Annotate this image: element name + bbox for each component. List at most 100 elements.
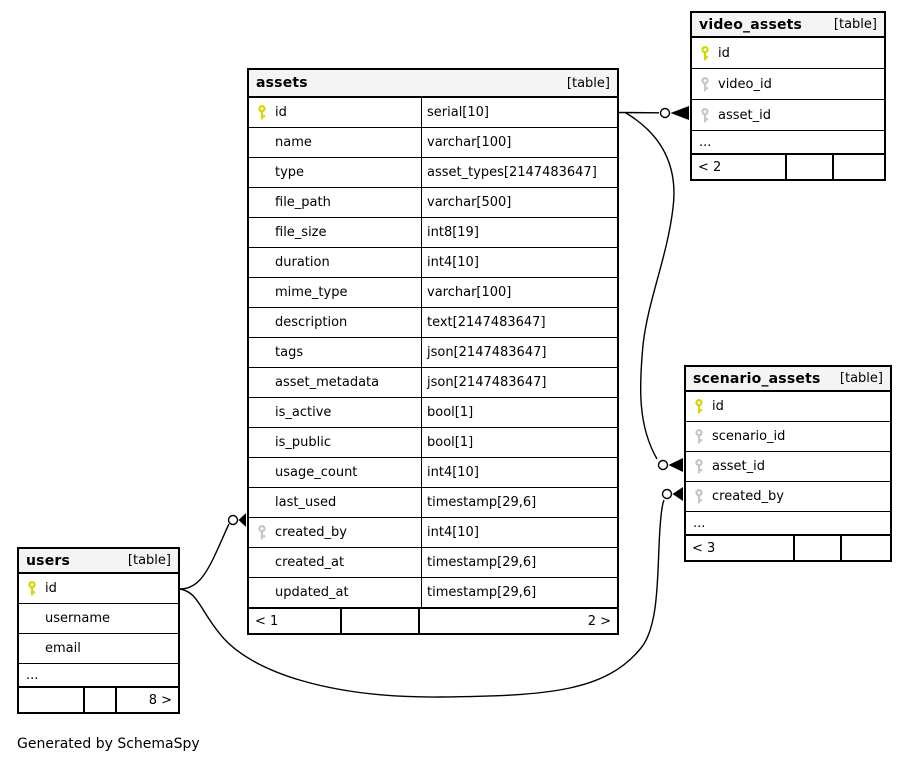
column-name: video_id <box>718 76 772 92</box>
column-name: scenario_id <box>712 429 786 444</box>
zero-or-one-marker <box>659 107 671 119</box>
footer-cell <box>795 536 842 560</box>
column-row-mime_type: mime_type varchar[100] <box>249 278 617 308</box>
column-type: int4[10] <box>421 458 617 487</box>
foreign-key-icon <box>258 525 266 540</box>
column-row-asset_id: asset_id <box>692 100 884 131</box>
column-name: tags <box>275 345 304 360</box>
primary-key-icon <box>701 45 709 60</box>
table-header: assets [table] <box>249 70 617 98</box>
key-cell <box>686 488 712 505</box>
column-row-usage_count: usage_count int4[10] <box>249 458 617 488</box>
column-row-created_by: created_by int4[10] <box>249 518 617 548</box>
foreign-key-icon <box>695 429 703 444</box>
column-name: usage_count <box>275 465 358 480</box>
edge-assets-scenario_assets <box>625 112 675 460</box>
column-name: username <box>45 611 110 626</box>
column-type: serial[10] <box>421 98 617 127</box>
column-type: varchar[100] <box>421 278 617 307</box>
key-cell <box>19 580 45 597</box>
column-name: email <box>45 641 81 656</box>
column-type: json[2147483647] <box>421 368 617 397</box>
column-row-id: id <box>19 574 178 604</box>
table-header: users[table] <box>19 549 178 574</box>
table-footer: < 1 2 > <box>249 608 617 633</box>
table-name[interactable]: video_assets <box>699 16 803 33</box>
crowfoot-arrow <box>668 458 683 472</box>
column-name: id <box>712 399 724 414</box>
column-name: is_public <box>275 435 331 450</box>
column-type: int4[10] <box>421 518 617 547</box>
crowfoot-arrow <box>670 106 689 120</box>
ellipsis-row: ... <box>686 512 890 535</box>
column-row-asset_id: asset_id <box>686 452 890 482</box>
key-cell <box>692 45 718 62</box>
key-cell <box>249 104 275 121</box>
table-name[interactable]: assets <box>256 75 308 91</box>
column-type: bool[1] <box>421 398 617 427</box>
key-cell <box>686 428 712 445</box>
foreign-key-icon <box>695 489 703 504</box>
column-type: json[2147483647] <box>421 338 617 367</box>
primary-key-icon <box>258 105 266 120</box>
footer-cell <box>342 609 420 633</box>
foreign-key-icon <box>701 76 709 91</box>
column-name: id <box>718 45 730 61</box>
foreign-key-icon <box>701 107 709 122</box>
edge-users-assets <box>179 523 230 590</box>
column-type: varchar[500] <box>421 188 617 217</box>
table-tag: [table] <box>839 371 883 386</box>
column-name: description <box>275 315 348 330</box>
table-header: video_assets [table] <box>692 13 884 38</box>
footer-cell <box>842 536 890 560</box>
column-name: last_used <box>275 495 337 510</box>
column-name: id <box>45 581 57 596</box>
zero-or-one-marker <box>227 514 239 526</box>
column-row-video_id: video_id <box>692 69 884 100</box>
column-name: created_at <box>275 555 345 570</box>
foreign-key-icon <box>695 459 703 474</box>
table-name[interactable]: scenario_assets <box>693 370 821 387</box>
zero-or-one-marker <box>661 488 673 500</box>
table-header: scenario_assets [table] <box>686 367 890 392</box>
key-cell <box>686 458 712 475</box>
column-row-username: username <box>19 604 178 634</box>
column-type: varchar[100] <box>421 128 617 157</box>
column-name: mime_type <box>275 285 348 300</box>
footer-cell: 8 > <box>148 692 172 708</box>
footer-cell: < 1 <box>249 609 342 633</box>
column-name: file_size <box>275 225 327 240</box>
schemaspy-credit: Generated by SchemaSpy <box>17 736 200 752</box>
primary-key-icon <box>28 581 36 596</box>
crowfoot-arrow <box>672 487 683 501</box>
footer-cell <box>19 688 85 712</box>
footer-cell: 2 > <box>587 613 611 629</box>
column-row-last_used: last_used timestamp[29,6] <box>249 488 617 518</box>
table-users[interactable]: users[table] id username email... 8 > <box>17 547 180 714</box>
table-name[interactable]: users <box>26 552 71 569</box>
table-tag: [table] <box>566 75 610 91</box>
footer-cell <box>787 155 834 179</box>
column-row-tags: tags json[2147483647] <box>249 338 617 368</box>
column-name: created_by <box>275 525 347 540</box>
column-row-id: id <box>692 38 884 69</box>
table-tag: [table] <box>833 17 877 32</box>
key-cell <box>686 398 712 415</box>
column-type: timestamp[29,6] <box>421 488 617 517</box>
column-type: asset_types[2147483647] <box>421 158 617 187</box>
ellipsis-label: ... <box>693 515 706 531</box>
column-name: asset_id <box>718 107 771 123</box>
ellipsis-row: ... <box>19 664 178 687</box>
key-cell <box>692 107 718 124</box>
